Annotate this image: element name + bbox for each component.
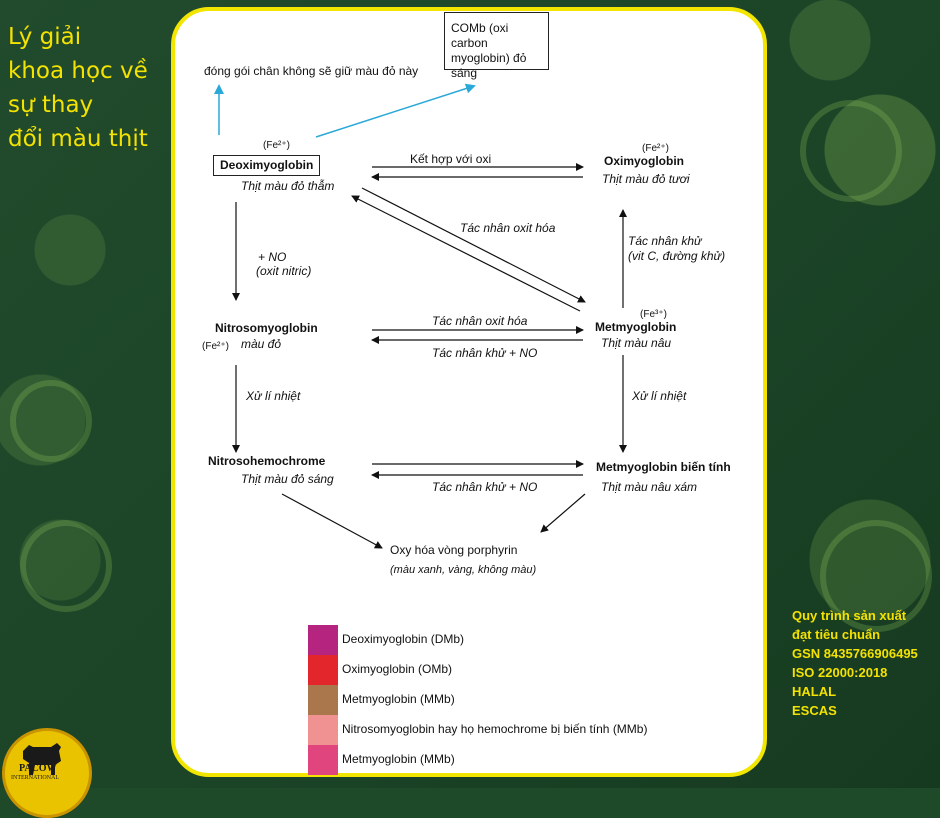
- decor-ring: [820, 520, 932, 632]
- nitrosohemo-color: Thịt màu đỏ sáng: [241, 472, 334, 486]
- legend-label: Metmyoglobin (MMb): [342, 752, 455, 766]
- vacuum-note: đóng gói chân không sẽ giữ màu đỏ này: [204, 64, 419, 78]
- nitroso-node: Nitrosomyoglobin: [215, 321, 318, 335]
- decor-ring: [10, 380, 92, 462]
- cert-line: ESCAS: [792, 703, 837, 718]
- deoxy-color: Thịt màu đỏ thẫm: [241, 179, 335, 193]
- logo-subtext: INTERNATIONAL: [11, 775, 59, 781]
- side-title-line: khoa học về: [8, 58, 148, 84]
- met-fe: (Fe³⁺): [640, 309, 667, 320]
- label-plus-no: + NO: [258, 250, 287, 264]
- oxy-node: Oximyoglobin: [604, 154, 685, 168]
- label-nitric-oxide: (oxit nitric): [256, 264, 312, 278]
- cow-icon: [23, 743, 61, 775]
- arrow-comb: [315, 83, 476, 138]
- met-color: Thịt màu nâu: [601, 336, 672, 350]
- arrow-metbt-porphyrin: [540, 493, 586, 533]
- legend-swatch: [308, 685, 338, 715]
- legend-swatch: [308, 715, 338, 745]
- arrow-layer: [214, 83, 627, 549]
- arrow-met-deoxy: [351, 195, 581, 312]
- porphyrin-colors: (màu xanh, vàng, không màu): [390, 564, 537, 576]
- certification-info: Quy trình sản xuất đạt tiêu chuẩn GSN 84…: [792, 606, 918, 720]
- label-combine-oxygen: Kết hợp với oxi: [410, 152, 492, 166]
- cert-line: ISO 22000:2018: [792, 665, 888, 680]
- arrow-deoxy-met: [361, 187, 586, 303]
- oxy-fe: (Fe²⁺): [642, 143, 669, 154]
- comb-box: COMb (oxi carbon myoglobin) đỏ sáng: [444, 12, 549, 80]
- logo-text: PACOW: [19, 763, 57, 774]
- label-reducer-no-bottom: Tác nhân khử + NO: [432, 480, 538, 494]
- label-reducer-no-mid: Tác nhân khử + NO: [432, 346, 538, 360]
- porphyrin-node: Oxy hóa vòng porphyrin: [390, 543, 518, 557]
- legend-swatch: [308, 655, 338, 685]
- label-reducer: Tác nhân khử: [628, 234, 702, 248]
- diagram-panel: [171, 7, 767, 777]
- arrow-hemo-porphyrin: [281, 493, 383, 549]
- side-title-line: sự thay: [8, 92, 94, 118]
- oxy-color: Thịt màu đỏ tươi: [602, 172, 690, 186]
- cert-line: đạt tiêu chuẩn: [792, 627, 881, 642]
- cert-line: Quy trình sản xuất: [792, 608, 907, 623]
- label-oxidizer-mid: Tác nhân oxit hóa: [432, 314, 528, 328]
- metbt-node: Metmyoglobin biến tính: [596, 460, 731, 474]
- label-heat-right: Xử lí nhiệt: [632, 389, 687, 403]
- cert-line: GSN 8435766906495: [792, 646, 918, 661]
- metbt-color: Thịt màu nâu xám: [601, 480, 698, 494]
- nitrosohemo-node: Nitrosohemochrome: [208, 454, 326, 468]
- side-title-line: Lý giải: [8, 24, 82, 50]
- decor-ring: [20, 520, 112, 612]
- side-title: Lý giải khoa học về sự thay đổi màu thịt: [8, 20, 148, 156]
- label-heat-left: Xử lí nhiệt: [246, 389, 301, 403]
- deoxy-node: Deoximyoglobin: [213, 155, 321, 176]
- decor-ring: [800, 100, 902, 202]
- legend-label: Metmyoglobin (MMb): [342, 692, 455, 706]
- comb-line: COMb (oxi carbon: [451, 21, 509, 50]
- side-title-line: đổi màu thịt: [8, 126, 148, 152]
- nitroso-fe: (Fe²⁺): [202, 341, 229, 352]
- label-oxidizer-diag: Tác nhân oxit hóa: [460, 221, 556, 235]
- deoxy-fe: (Fe²⁺): [263, 140, 290, 151]
- legend-label: Oximyoglobin (OMb): [342, 662, 453, 676]
- nitroso-color: màu đỏ: [241, 337, 282, 351]
- legend-swatch: [308, 745, 338, 775]
- comb-line: myoglobin) đỏ sáng: [451, 51, 527, 80]
- legend-label: Deoximyoglobin (DMb): [342, 632, 465, 646]
- legend-swatch: [308, 625, 338, 655]
- met-node: Metmyoglobin: [595, 320, 677, 334]
- cert-line: HALAL: [792, 684, 837, 699]
- legend-label: Nitrosomyoglobin hay họ hemochrome bị bi…: [342, 722, 648, 736]
- label-reducer-detail: (vit C, đường khử): [628, 249, 726, 263]
